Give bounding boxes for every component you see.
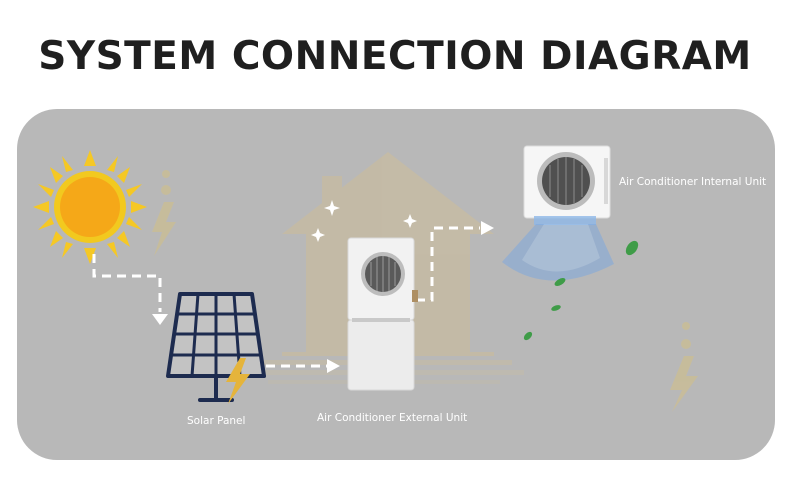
leaf-icon [523,240,639,341]
external-unit-illustration [347,237,418,391]
sun-to-panel-arrow [92,254,162,312]
sun-icon [33,150,147,264]
connection-arrows [92,226,480,368]
lightning-bolt-icon [152,170,698,412]
diagram-panel: Solar Panel Air Conditioner External Uni… [17,109,775,460]
airflow-illustration [502,224,614,281]
diagram-title: SYSTEM CONNECTION DIAGRAM [38,34,752,79]
external-to-internal-arrow [416,226,480,302]
lightning-bolt-icon [226,358,250,404]
internal-unit-label: Air Conditioner Internal Unit [619,176,767,188]
internal-unit-illustration [523,145,611,225]
solar-panel-icon [166,292,266,402]
sparkle-icon [311,200,417,242]
solar-panel-label: Solar Panel [187,415,246,427]
arrowhead-icon [152,221,494,373]
external-unit-label: Air Conditioner External Unit [317,412,468,424]
